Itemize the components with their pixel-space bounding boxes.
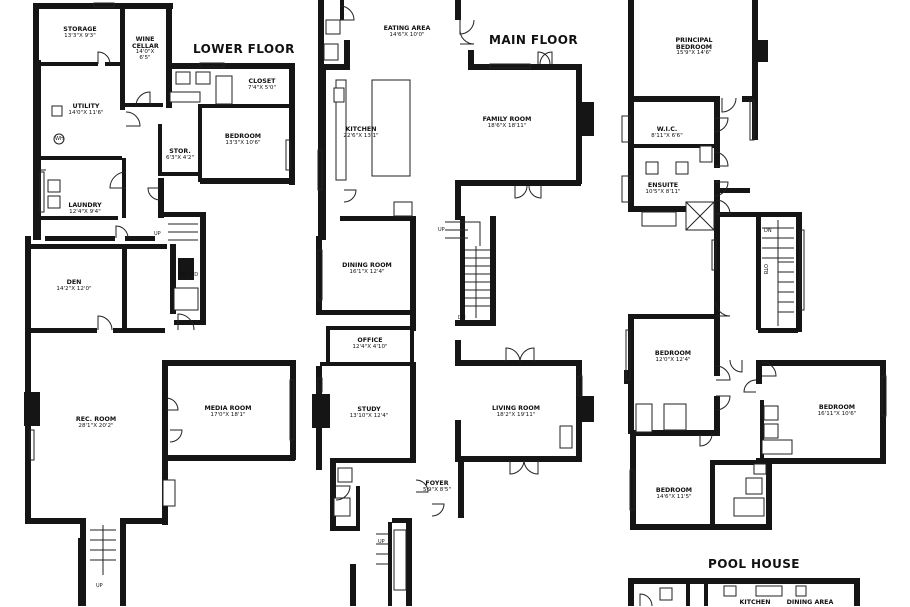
pool-house-walls bbox=[628, 578, 860, 606]
mark-dn-main: DN bbox=[458, 315, 466, 321]
room-pool-dining: DINING AREA bbox=[786, 599, 834, 607]
room-wine-cellar-dims: 6'5" bbox=[139, 55, 151, 62]
room-ensuite-name: ENSUITE bbox=[647, 182, 679, 189]
room-stor-name: STOR. bbox=[169, 148, 191, 155]
room-rec-room: REC. ROOM 28'1"X 20'2" bbox=[75, 416, 117, 429]
room-wine-cellar-name: WINE CELLAR bbox=[132, 36, 159, 50]
room-utility-dims: 14'0"X 11'6" bbox=[68, 109, 104, 116]
lower-floor-walls bbox=[24, 3, 296, 606]
room-bedroom-upper-3-dims: 14'6"X 11'5" bbox=[656, 493, 692, 500]
lower-floor-fixtures bbox=[29, 2, 295, 575]
room-bedroom-upper-2-dims: 16'11"X 10'6" bbox=[817, 410, 857, 417]
room-principal-bedroom: PRINCIPAL BEDROOM 15'9"X 14'6" bbox=[675, 37, 713, 57]
mark-up-lower: UP bbox=[154, 231, 161, 237]
room-principal-bedroom-dims: 15'9"X 14'6" bbox=[676, 50, 712, 57]
room-office: OFFICE 12'4"X 4'10" bbox=[352, 337, 388, 350]
heading-main-floor: MAIN FLOOR bbox=[489, 33, 578, 47]
main-floor-walls bbox=[312, 0, 594, 606]
room-dining-room-dims: 16'1"X 12'4" bbox=[349, 268, 385, 275]
room-family-room-name: FAMILY ROOM bbox=[482, 116, 532, 123]
room-media-room-name: MEDIA ROOM bbox=[204, 405, 252, 412]
room-utility: UTILITY 14'0"X 11'6" bbox=[68, 103, 104, 116]
pool-house-fixtures bbox=[639, 585, 807, 606]
room-living-room-dims: 18'2"X 19'11" bbox=[496, 411, 536, 418]
room-office-dims: 12'4"X 4'10" bbox=[352, 343, 388, 350]
room-media-room-dims: 17'0"X 18'1" bbox=[210, 411, 246, 418]
room-laundry-name: LAUNDRY bbox=[68, 202, 102, 209]
mark-otb-upper: OTB bbox=[762, 264, 768, 275]
room-den-dims: 14'2"X 12'0" bbox=[56, 285, 92, 292]
room-wine-cellar-name2: 14'0"X bbox=[135, 49, 155, 56]
room-stor-dims: 6'3"X 4'2" bbox=[165, 154, 195, 161]
room-closet: CLOSET 7'4"X 5'0" bbox=[247, 78, 277, 91]
room-foyer: FOYER 5'9"X 8'5" bbox=[422, 480, 452, 493]
mark-up-main: UP bbox=[438, 227, 445, 233]
room-closet-name: CLOSET bbox=[248, 78, 276, 85]
room-dining-room-name: DINING ROOM bbox=[342, 262, 392, 269]
room-closet-dims: 7'4"X 5'0" bbox=[247, 84, 277, 91]
room-utility-name: UTILITY bbox=[72, 103, 100, 110]
room-office-name: OFFICE bbox=[357, 337, 383, 344]
room-kitchen: KITCHEN 22'6"X 13'1" bbox=[343, 126, 379, 139]
room-family-room-dims: 18'6"X 18'11" bbox=[487, 122, 527, 129]
room-storage-dims: 13'3"X 9'3" bbox=[64, 32, 96, 39]
main-floor-fixtures bbox=[317, 5, 583, 591]
room-wic-dims: 8'11"X 6'6" bbox=[651, 132, 683, 139]
mark-up-main-foyer: UP bbox=[378, 539, 385, 545]
room-storage: STORAGE 13'3"X 9'3" bbox=[63, 26, 97, 39]
room-kitchen-name: KITCHEN bbox=[345, 126, 377, 133]
room-pool-dining-name: DINING AREA bbox=[786, 599, 834, 606]
room-eating-area: EATING AREA 14'6"X 10'0" bbox=[383, 25, 431, 38]
room-foyer-dims: 5'9"X 8'5" bbox=[422, 486, 452, 493]
upper-floor-walls bbox=[624, 0, 886, 530]
heading-pool-house: POOL HOUSE bbox=[708, 557, 800, 571]
room-eating-area-dims: 14'6"X 10'0" bbox=[389, 31, 425, 38]
room-principal-bedroom-name2: BEDROOM bbox=[675, 43, 713, 51]
room-eating-area-name: EATING AREA bbox=[383, 25, 431, 32]
room-foyer-name: FOYER bbox=[425, 480, 449, 487]
room-study-name: STUDY bbox=[357, 406, 381, 413]
room-wic-name: W.I.C. bbox=[656, 126, 678, 133]
mark-up-lower-exterior: UP bbox=[96, 583, 103, 589]
room-living-room: LIVING ROOM 18'2"X 19'11" bbox=[491, 405, 541, 418]
room-pool-kitchen-name: KITCHEN bbox=[739, 599, 771, 606]
room-bedroom-upper-3-name: BEDROOM bbox=[655, 487, 693, 494]
room-pool-kitchen: KITCHEN bbox=[739, 599, 771, 607]
room-living-room-name: LIVING ROOM bbox=[491, 405, 541, 412]
room-kitchen-dims: 22'6"X 13'1" bbox=[343, 132, 379, 139]
room-ensuite-dims: 10'5"X 8'11" bbox=[645, 188, 681, 195]
room-principal-bedroom-name: PRINCIPAL bbox=[675, 37, 713, 44]
upper-floor-fixtures bbox=[621, 97, 887, 517]
room-stor: STOR. 6'3"X 4'2" bbox=[165, 148, 195, 161]
room-bedroom-lower-dims: 13'3"X 10'6" bbox=[225, 139, 261, 146]
room-den-name: DEN bbox=[66, 279, 82, 286]
room-media-room: MEDIA ROOM 17'0"X 18'1" bbox=[204, 405, 252, 418]
room-storage-name: STORAGE bbox=[63, 26, 97, 33]
room-bedroom-upper-1: BEDROOM 12'0"X 12'4" bbox=[654, 350, 692, 363]
room-study: STUDY 13'10"X 12'4" bbox=[349, 406, 389, 419]
mark-dn-upper: DN bbox=[764, 228, 772, 234]
room-bedroom-lower-name: BEDROOM bbox=[224, 133, 262, 140]
room-bedroom-upper-2: BEDROOM 16'11"X 10'6" bbox=[817, 404, 857, 417]
room-dining-room: DINING ROOM 16'1"X 12'4" bbox=[342, 262, 392, 275]
room-bedroom-upper-1-name: BEDROOM bbox=[654, 350, 692, 357]
room-bedroom-lower: BEDROOM 13'3"X 10'6" bbox=[224, 133, 262, 146]
room-ensuite: ENSUITE 10'5"X 8'11" bbox=[645, 182, 681, 195]
room-den: DEN 14'2"X 12'0" bbox=[56, 279, 92, 292]
heading-lower-floor: LOWER FLOOR bbox=[193, 42, 295, 56]
room-rec-room-dims: 28'1"X 20'2" bbox=[78, 422, 114, 429]
room-laundry: LAUNDRY 12'4"X 9'4" bbox=[68, 202, 102, 215]
room-bedroom-upper-3: BEDROOM 14'6"X 11'5" bbox=[655, 487, 693, 500]
mark-wh: WH bbox=[55, 136, 64, 142]
room-laundry-dims: 12'4"X 9'4" bbox=[69, 208, 101, 215]
room-wine-cellar: WINE CELLAR 14'0"X 6'5" bbox=[132, 36, 159, 62]
room-family-room: FAMILY ROOM 18'6"X 18'11" bbox=[482, 116, 532, 129]
room-bedroom-upper-2-name: BEDROOM bbox=[818, 404, 856, 411]
room-bedroom-upper-1-dims: 12'0"X 12'4" bbox=[655, 356, 691, 363]
mark-ch-wd: CH. WD bbox=[179, 272, 199, 278]
room-wic: W.I.C. 8'11"X 6'6" bbox=[651, 126, 683, 139]
room-study-dims: 13'10"X 12'4" bbox=[349, 412, 389, 419]
room-rec-room-name: REC. ROOM bbox=[75, 416, 117, 423]
